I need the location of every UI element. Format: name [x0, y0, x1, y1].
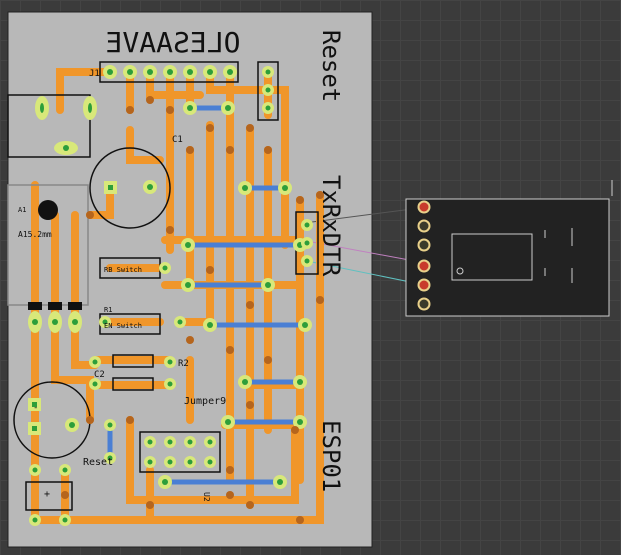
vertical-header-pads[interactable]: [262, 66, 274, 114]
module-pin-3[interactable]: [417, 238, 431, 252]
label-c1: C1: [172, 135, 183, 145]
board-title: OLESAAVE: [106, 26, 241, 59]
label-switch-1: RB Switch: [104, 266, 142, 274]
label-minus: -: [33, 403, 38, 413]
label-r2: R2: [178, 359, 189, 369]
label-j1: J1: [89, 69, 100, 79]
jumper-end-pads[interactable]: [104, 101, 312, 489]
module-pin-5[interactable]: [417, 278, 431, 292]
label-reset: Reset: [83, 457, 113, 468]
label-u2: U2: [202, 492, 211, 502]
module-pins[interactable]: [417, 200, 431, 311]
module-pin-2[interactable]: [417, 219, 431, 233]
label-a1: A1: [18, 206, 26, 214]
silkscreen-outlines: [7, 61, 319, 511]
c1-pads[interactable]: [104, 180, 157, 194]
txrxdtr-label: TxRxDTR: [317, 175, 345, 277]
label-jumper: Jumper9: [184, 396, 226, 407]
switch-pads[interactable]: [99, 262, 186, 328]
ratsnest-lines: [311, 207, 421, 285]
module-pin-6[interactable]: [417, 297, 431, 311]
module-outline: [405, 198, 610, 317]
module-ic-dot: [456, 267, 464, 275]
regulator-pads[interactable]: [35, 96, 97, 155]
module-pin-1[interactable]: [417, 200, 431, 214]
regulator-a1-pads[interactable]: [28, 200, 82, 333]
j1-header-pads[interactable]: [103, 65, 237, 79]
module-pin-4[interactable]: [417, 259, 431, 273]
label-c2: C2: [94, 370, 105, 380]
label-plus: +: [44, 489, 50, 500]
reset-vertical-label: Reset: [317, 30, 345, 102]
label-part-value: A15.2mm: [18, 230, 52, 239]
resistor-pads[interactable]: [89, 356, 176, 390]
esp-header-pads[interactable]: [144, 436, 216, 468]
label-switch-2: EN Switch: [104, 322, 142, 330]
serial-module[interactable]: [405, 180, 613, 317]
esp01-label: ESP01: [317, 420, 345, 492]
copper-traces: [31, 68, 324, 524]
pads[interactable]: [28, 65, 313, 526]
silkscreen-text: OLESAAVE Reset TxRxDTR ESP01 J1 C1 A15.2…: [18, 26, 345, 502]
module-ic-outline: [451, 233, 533, 281]
txrx-header-pads[interactable]: [301, 219, 313, 267]
reset-cap-pads[interactable]: [28, 398, 79, 526]
vias: [61, 96, 324, 524]
label-r1: R1: [104, 306, 112, 314]
